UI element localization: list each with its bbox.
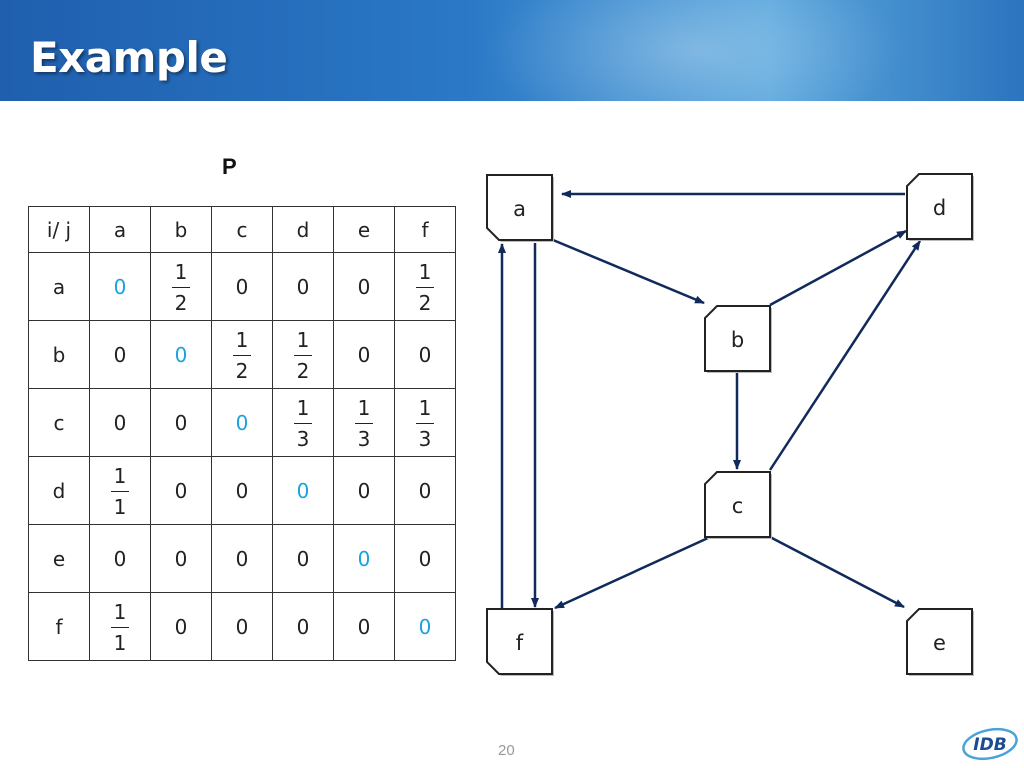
fraction-denominator: 2 [235, 359, 249, 383]
matrix-cell-f-f: 0 [394, 592, 456, 661]
node-f: f [486, 608, 554, 676]
matrix-cell-b-a: 0 [89, 320, 151, 389]
fraction-numerator: 1 [415, 262, 435, 288]
matrix-cell-e-f: 0 [394, 524, 456, 593]
fraction-denominator: 1 [113, 495, 127, 519]
node-box [486, 608, 553, 675]
page-number: 20 [498, 742, 515, 759]
fraction-numerator: 1 [354, 398, 374, 424]
fraction-denominator: 2 [418, 291, 432, 315]
matrix-cell-f-c: 0 [211, 592, 273, 661]
matrix-cell-e-e: 0 [333, 524, 395, 593]
matrix-cell-d-e: 0 [333, 456, 395, 525]
fraction-numerator: 1 [171, 262, 191, 288]
edge-a-to-b [552, 238, 705, 305]
node-c: c [704, 471, 772, 539]
node-box [906, 608, 973, 675]
node-label: c [732, 494, 744, 518]
matrix-cell-c-c: 0 [211, 388, 273, 457]
matrix-cell-e-a: 0 [89, 524, 151, 593]
matrix-cell-e-d: 0 [272, 524, 334, 593]
fraction-numerator: 1 [415, 398, 435, 424]
matrix-cell-f-d: 0 [272, 592, 334, 661]
row-header-c: c [28, 388, 90, 457]
matrix-cell-f-b: 0 [150, 592, 212, 661]
matrix-cell-d-f: 0 [394, 456, 456, 525]
matrix-cell-e-c: 0 [211, 524, 273, 593]
fraction-denominator: 1 [113, 631, 127, 655]
node-label: a [513, 197, 526, 221]
node-b: b [704, 305, 772, 373]
fraction-denominator: 3 [418, 427, 432, 451]
matrix-cell-a-c: 0 [211, 252, 273, 321]
column-header-d: d [272, 206, 334, 253]
edge-c-to-f [554, 536, 709, 610]
edge-c-to-e [769, 535, 905, 609]
fraction-denominator: 2 [174, 291, 188, 315]
node-label: b [731, 328, 744, 352]
node-box [704, 305, 771, 372]
title-bar: Example [0, 0, 1024, 101]
node-box [906, 173, 973, 240]
matrix-cell-a-a: 0 [89, 252, 151, 321]
node-label: e [933, 631, 946, 655]
fraction-numerator: 1 [110, 466, 130, 492]
node-box [704, 471, 771, 538]
matrix-cell-f-e: 0 [333, 592, 395, 661]
column-header-e: e [333, 206, 395, 253]
matrix-cell-a-d: 0 [272, 252, 334, 321]
fraction-numerator: 1 [232, 330, 252, 356]
fraction-numerator: 1 [293, 330, 313, 356]
matrix-cell-b-e: 0 [333, 320, 395, 389]
edge-c-to-d [768, 240, 922, 471]
fraction-denominator: 2 [296, 359, 310, 383]
matrix-cell-b-b: 0 [150, 320, 212, 389]
node-d: d [906, 173, 974, 241]
fraction-denominator: 3 [296, 427, 310, 451]
svg-text:IDB: IDB [973, 735, 1006, 755]
node-a: a [486, 174, 554, 242]
node-label: f [516, 631, 524, 655]
node-box [486, 174, 553, 241]
edge-b-to-d [769, 229, 907, 307]
idb-logo: IDB [962, 727, 1018, 761]
row-header-e: e [28, 524, 90, 593]
slide-title: Example [30, 33, 228, 82]
header-sheen [484, 0, 904, 101]
fraction-numerator: 1 [293, 398, 313, 424]
fraction-denominator: 3 [357, 427, 371, 451]
row-header-f: f [28, 592, 90, 661]
column-header-a: a [89, 206, 151, 253]
matrix-label: P [222, 154, 237, 179]
node-e: e [906, 608, 974, 676]
matrix-cell-b-f: 0 [394, 320, 456, 389]
fraction-numerator: 1 [110, 602, 130, 628]
matrix-cell-d-c: 0 [211, 456, 273, 525]
node-label: d [933, 196, 946, 220]
